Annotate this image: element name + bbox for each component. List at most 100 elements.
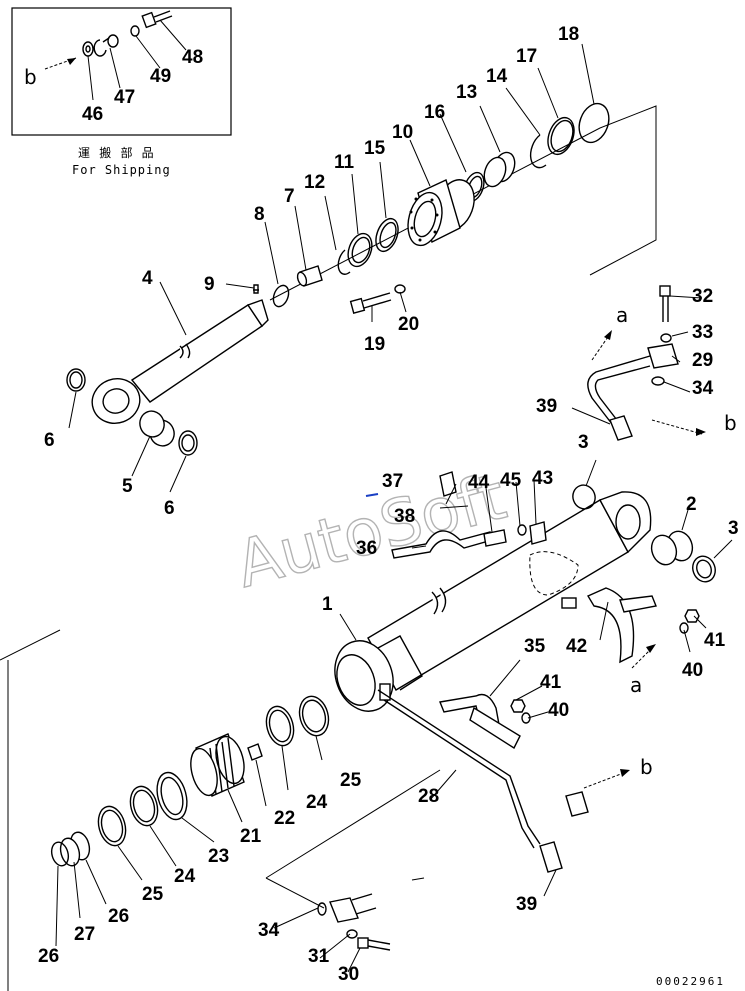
callout-18: 18 <box>558 24 579 45</box>
callout-41: 41 <box>540 672 562 693</box>
callout-6: 6 <box>44 430 55 451</box>
piston-group <box>0 629 330 991</box>
callout-20: 20 <box>398 314 419 335</box>
callout-33: 33 <box>692 322 713 343</box>
part-47-spring-washer <box>93 37 110 57</box>
callout-10: 10 <box>392 122 413 143</box>
callout-8: 8 <box>254 204 265 225</box>
part-34-o-ring-upper <box>651 376 665 386</box>
connection-label-b-bottom: b <box>640 755 653 779</box>
part-17-ring <box>547 116 575 156</box>
callout-22: 22 <box>274 808 295 829</box>
connection-label-b-inset: b <box>24 65 37 89</box>
inset-caption-jp: 運 搬 部 品 <box>78 145 155 160</box>
callout-39: 39 <box>536 396 557 417</box>
part-41-nut-center <box>510 699 526 713</box>
callout-21: 21 <box>240 826 262 847</box>
callout-7: 7 <box>284 186 295 207</box>
callout-29: 29 <box>692 350 713 371</box>
callout-14: 14 <box>486 66 508 87</box>
part-34-o-ring-lower <box>317 902 327 916</box>
connection-arrows: a b a b b <box>24 65 737 789</box>
callout-12: 12 <box>304 172 325 193</box>
callout-43: 43 <box>532 468 553 489</box>
part-10-cylinder-head <box>407 179 475 247</box>
part-23-ring <box>156 771 188 821</box>
part-27-nut <box>59 831 91 867</box>
shipping-inset: 運 搬 部 品 For Shipping <box>11 7 232 177</box>
part-6-seal-upper <box>66 368 86 392</box>
callout-25: 25 <box>340 770 362 791</box>
callout-26: 26 <box>108 906 129 927</box>
callout-24: 24 <box>306 792 328 813</box>
callout-1: 1 <box>322 594 333 615</box>
part-2-bushing <box>650 530 694 566</box>
callout-46: 46 <box>82 104 103 125</box>
callout-27: 27 <box>74 924 95 945</box>
part-44-bolt <box>483 529 507 547</box>
callout-40: 40 <box>682 660 703 681</box>
part-5-bushing <box>139 410 175 447</box>
callout-26: 26 <box>38 946 59 967</box>
part-15-ring <box>375 217 399 253</box>
part-33-washer <box>660 333 672 343</box>
part-46-washer <box>82 41 94 57</box>
part-37-bolt <box>439 471 457 497</box>
hose-clamp-group <box>265 285 733 973</box>
callout-47: 47 <box>114 87 135 108</box>
part-48-bolt <box>141 10 173 29</box>
callout-2: 2 <box>686 494 697 515</box>
part-20-washer <box>394 284 406 294</box>
part-26-ring <box>50 841 70 867</box>
part-8-ring <box>272 284 290 308</box>
part-41-nut-right <box>684 609 700 623</box>
part-12-snap-ring <box>337 249 351 275</box>
callout-3: 3 <box>728 518 739 539</box>
callout-23: 23 <box>208 846 229 867</box>
callout-42: 42 <box>566 636 587 657</box>
callout-labels: 1 2 3 3 4 5 6 6 7 8 9 10 11 12 13 14 15 … <box>38 24 739 985</box>
connection-label-a-top: a <box>616 303 628 327</box>
part-19-bolt <box>349 292 392 314</box>
callout-4: 4 <box>142 268 153 289</box>
callout-41: 41 <box>704 630 726 651</box>
callout-36: 36 <box>356 538 377 559</box>
part-25-ring-upper <box>298 695 330 737</box>
part-3-ring-lower <box>692 555 716 583</box>
part-39-connector-upper <box>609 415 633 441</box>
part-40-washer-right <box>679 622 689 634</box>
callout-35: 35 <box>524 636 546 657</box>
part-14-snap-ring <box>529 134 547 169</box>
callout-31: 31 <box>308 946 330 967</box>
callout-28: 28 <box>418 786 439 807</box>
part-38-washer <box>439 505 469 509</box>
part-21-piston <box>190 733 245 797</box>
callout-49: 49 <box>150 66 171 87</box>
part-49-washer <box>130 25 140 37</box>
callout-15: 15 <box>364 138 386 159</box>
part-13-bushing <box>483 151 516 188</box>
part-29-flange <box>647 343 679 369</box>
part-6-seal-lower <box>178 430 198 456</box>
callout-24: 24 <box>174 866 196 887</box>
piston-rod-group <box>66 43 657 493</box>
part-39-connector-lower <box>539 841 563 873</box>
callout-34: 34 <box>692 378 714 399</box>
callout-16: 16 <box>424 102 445 123</box>
part-40-washer-center <box>521 712 531 724</box>
callout-6: 6 <box>164 498 175 519</box>
callout-48: 48 <box>182 47 203 68</box>
part-18-ring <box>578 102 610 144</box>
callout-30: 30 <box>338 964 359 985</box>
callout-17: 17 <box>516 46 537 67</box>
highlight-mark <box>365 493 379 497</box>
inset-frame <box>11 7 232 136</box>
part-30-bolt <box>357 937 391 951</box>
callout-25: 25 <box>142 884 164 905</box>
part-32-bolt <box>659 285 671 322</box>
part-25-ring-lower <box>97 805 127 847</box>
part-22-pin <box>247 743 263 761</box>
part-4-piston-rod <box>91 299 269 424</box>
document-number: 00022961 <box>656 975 725 988</box>
part-24-ring-upper <box>265 705 295 747</box>
